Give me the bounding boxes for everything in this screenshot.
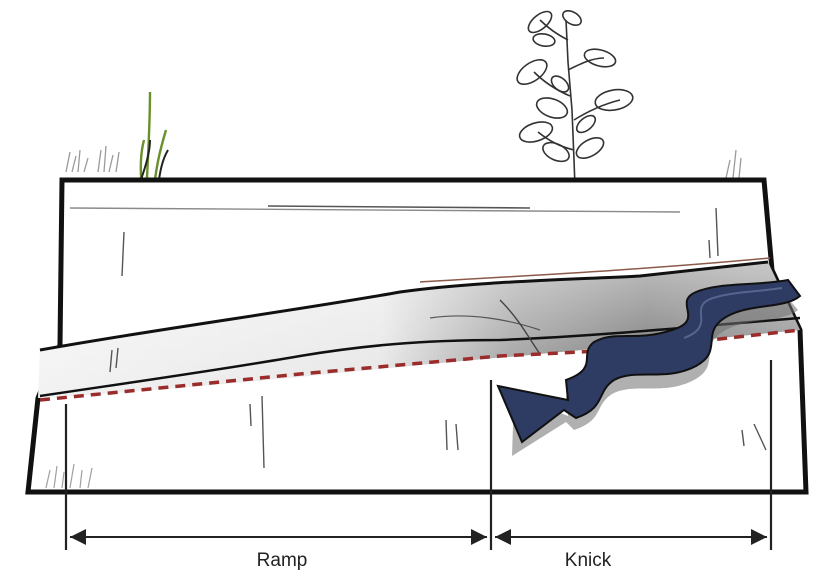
ramp-label: Ramp [257, 550, 308, 571]
knick-label: Knick [565, 550, 612, 571]
